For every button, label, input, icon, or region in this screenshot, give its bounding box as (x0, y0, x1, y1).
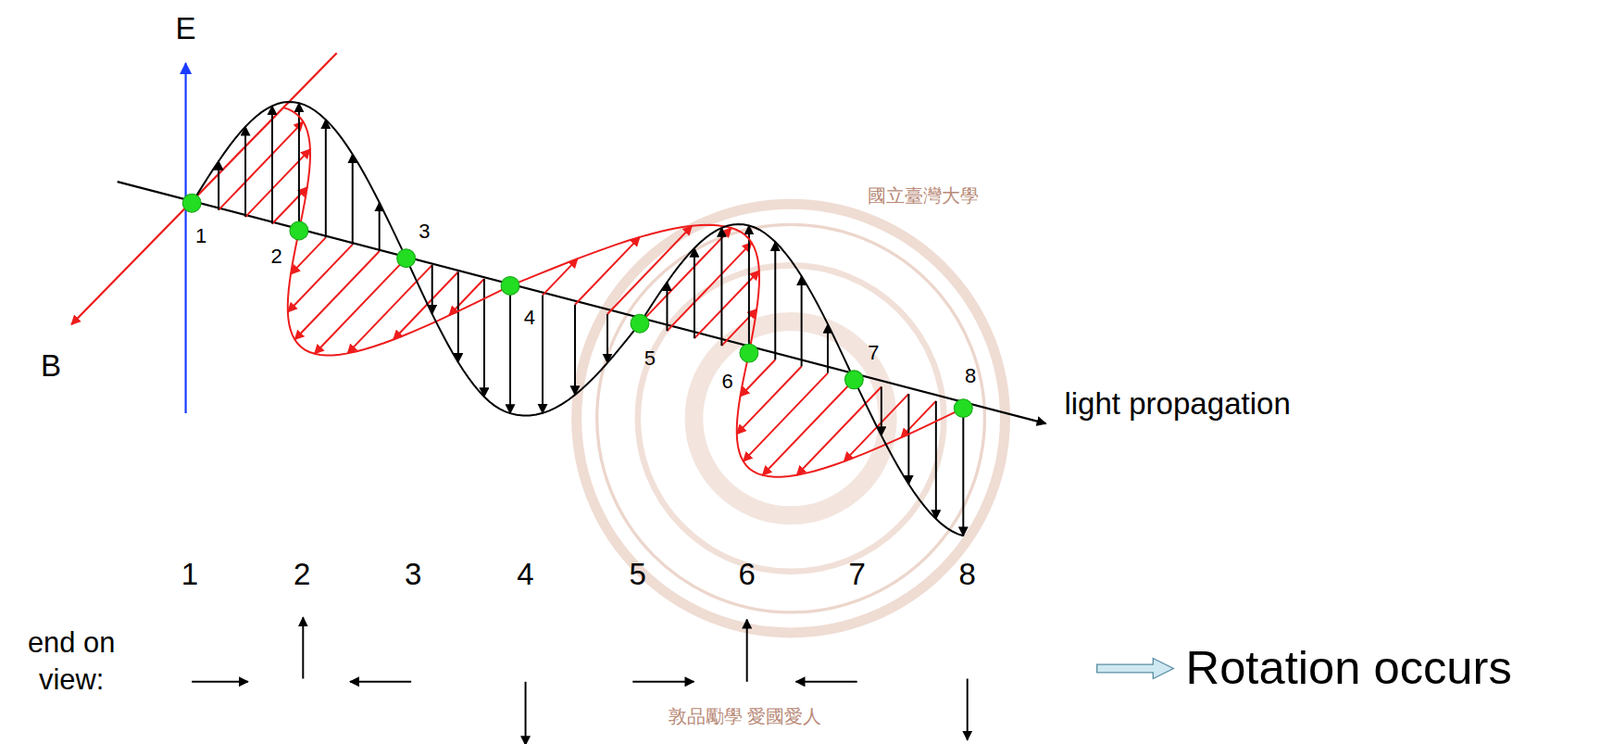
b-vector (218, 121, 303, 210)
e-vector (457, 272, 460, 363)
end-on-arrow (301, 616, 304, 678)
green-dot (739, 343, 759, 363)
point-number: 4 (524, 305, 536, 330)
e-vector (693, 248, 696, 338)
b-vector (900, 400, 937, 438)
e-vector (325, 119, 327, 238)
end-on-arrow (746, 619, 749, 682)
wave (71, 52, 1046, 536)
view-number: 8 (959, 556, 976, 594)
e-vector (774, 241, 776, 360)
e-vector (298, 102, 300, 231)
view-number: 3 (404, 556, 422, 594)
conclusion-text: Rotation occurs (1186, 638, 1513, 696)
view-number: 5 (629, 556, 647, 594)
e-vector (907, 393, 910, 484)
end-on-arrows (191, 616, 968, 744)
point-number: 6 (722, 369, 734, 394)
e-vector (935, 400, 938, 519)
view-number: 2 (293, 556, 311, 594)
green-dot (289, 221, 309, 240)
e-vector (541, 295, 544, 413)
row-label: end on view: (10, 624, 133, 699)
green-dot (953, 399, 973, 418)
e-vector (351, 153, 354, 244)
b-vector (449, 278, 485, 315)
e-vector (748, 225, 750, 353)
end-on-arrow (966, 678, 969, 740)
view-number: 4 (516, 556, 534, 594)
e-vector (962, 408, 964, 537)
point-number: 1 (195, 223, 207, 248)
e-vector (431, 264, 434, 314)
view-number: 1 (181, 556, 199, 594)
green-dot (844, 370, 863, 389)
e-vector (483, 278, 486, 397)
b-vector (607, 225, 692, 314)
e-vector (271, 105, 274, 224)
watermark-text: 國立臺灣大學 (867, 185, 979, 208)
end-on-arrow (796, 680, 858, 683)
axis-label: B (40, 347, 62, 385)
e-vector (509, 285, 512, 413)
implies-arrow (1097, 657, 1175, 678)
view-number: 7 (849, 556, 866, 594)
b-vector (743, 373, 828, 462)
e-vector (720, 227, 723, 346)
view-number: 6 (737, 556, 755, 594)
e-axis (184, 62, 187, 413)
axis-label: light propagation (1063, 382, 1309, 425)
point-number: 7 (867, 340, 879, 365)
b-vector (666, 242, 751, 331)
e-vector (244, 126, 247, 217)
b-vector (762, 379, 855, 475)
end-on-arrow (632, 680, 694, 683)
e-vector (800, 275, 803, 366)
green-dot (630, 313, 650, 333)
b-vector (737, 365, 802, 434)
b-vector (294, 250, 379, 339)
e-wave-curve (191, 101, 963, 536)
e-vector (826, 324, 829, 374)
watermark-text: 敦品勵學 愛國愛人 (668, 705, 823, 728)
seal-ring (693, 321, 888, 515)
point-number: 3 (418, 219, 430, 244)
seal-ring (597, 224, 986, 613)
b-vector (287, 244, 353, 313)
b-vector (639, 227, 732, 324)
point-number: 8 (964, 362, 976, 388)
e-vector (574, 304, 576, 395)
b-vector (542, 258, 578, 295)
b-axis (71, 52, 338, 325)
end-on-arrow (191, 680, 249, 683)
end-on-arrow (350, 680, 412, 683)
e-vector (217, 161, 220, 211)
green-dot (182, 193, 201, 213)
green-dot (500, 276, 520, 296)
axis-label: E (175, 10, 197, 48)
propagation-axis (117, 181, 1047, 424)
b-vector (245, 149, 311, 217)
b-vector (797, 386, 882, 475)
point-number: 2 (271, 243, 283, 268)
seal-ring (637, 264, 945, 571)
e-vector (665, 281, 668, 331)
b-vector (843, 393, 909, 462)
e-vector (378, 202, 381, 252)
e-vector (606, 313, 609, 363)
b-vector (393, 272, 459, 340)
b-wave-curve (283, 107, 963, 477)
point-number: 5 (644, 346, 656, 371)
e-vector (880, 386, 883, 436)
end-on-arrow (525, 681, 527, 744)
green-dot (397, 249, 416, 268)
